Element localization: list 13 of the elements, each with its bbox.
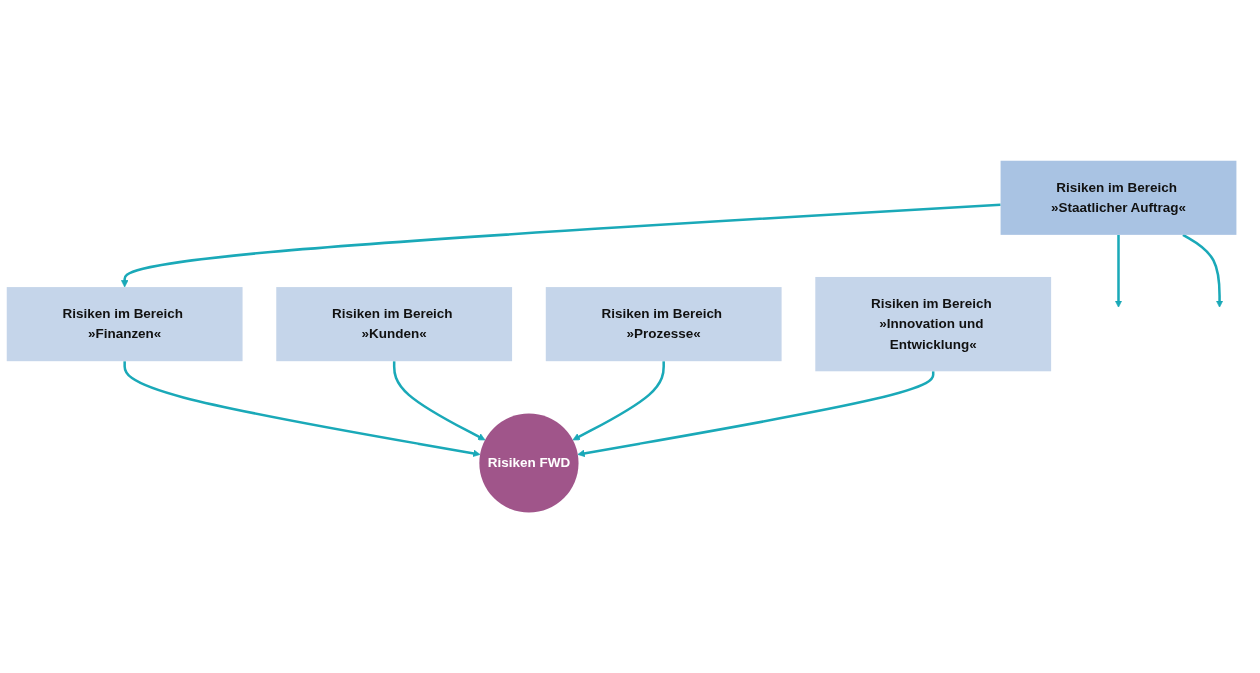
node-box: Risiken im Bereich »Staatlicher Auftrag« <box>1000 160 1237 235</box>
arrow <box>123 361 481 457</box>
arrow <box>1182 233 1224 308</box>
arrow <box>1114 234 1123 308</box>
arrow <box>572 361 665 441</box>
arrow <box>577 371 935 457</box>
node-circle: Risiken FWD <box>479 413 579 513</box>
node-box: Risiken im Bereich »Kunden« <box>276 286 513 361</box>
node-box: Risiken im Bereich »Prozesse« <box>545 286 782 361</box>
arrow <box>392 361 486 441</box>
node-box: Risiken im Bereich »Finanzen« <box>6 286 243 361</box>
arrow <box>120 203 1001 288</box>
node-box: Risiken im Bereich »Innovation und Entwicklung« <box>815 276 1052 372</box>
